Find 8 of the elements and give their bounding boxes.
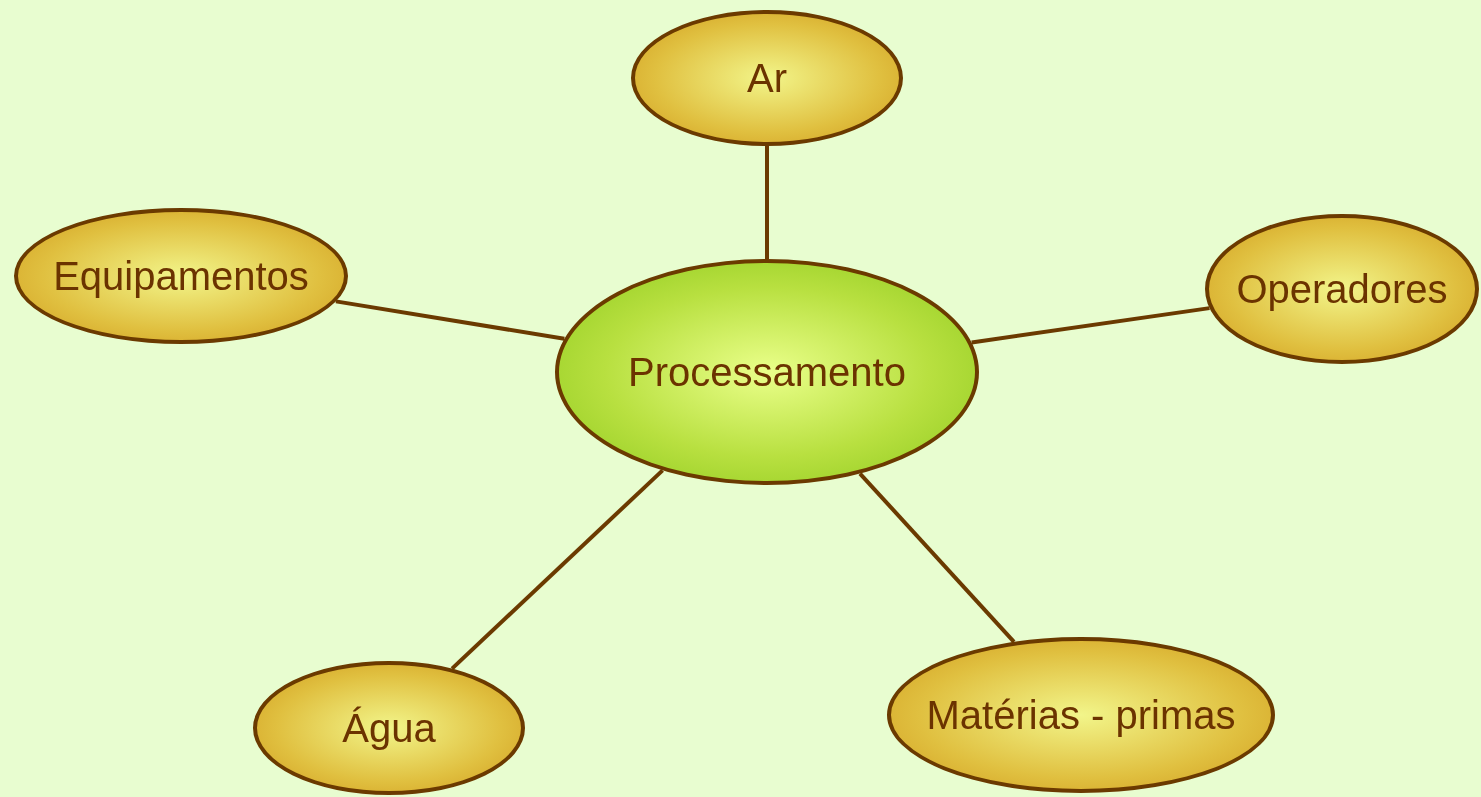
- connector-line: [450, 468, 664, 671]
- node-label: Ar: [747, 58, 787, 98]
- node-label: Equipamentos: [53, 256, 309, 296]
- connector-line: [765, 146, 769, 259]
- node-label: Água: [342, 708, 436, 748]
- node-label: Operadores: [1236, 269, 1448, 309]
- node-label: Processamento: [628, 352, 906, 392]
- node-label: Matérias - primas: [926, 695, 1236, 735]
